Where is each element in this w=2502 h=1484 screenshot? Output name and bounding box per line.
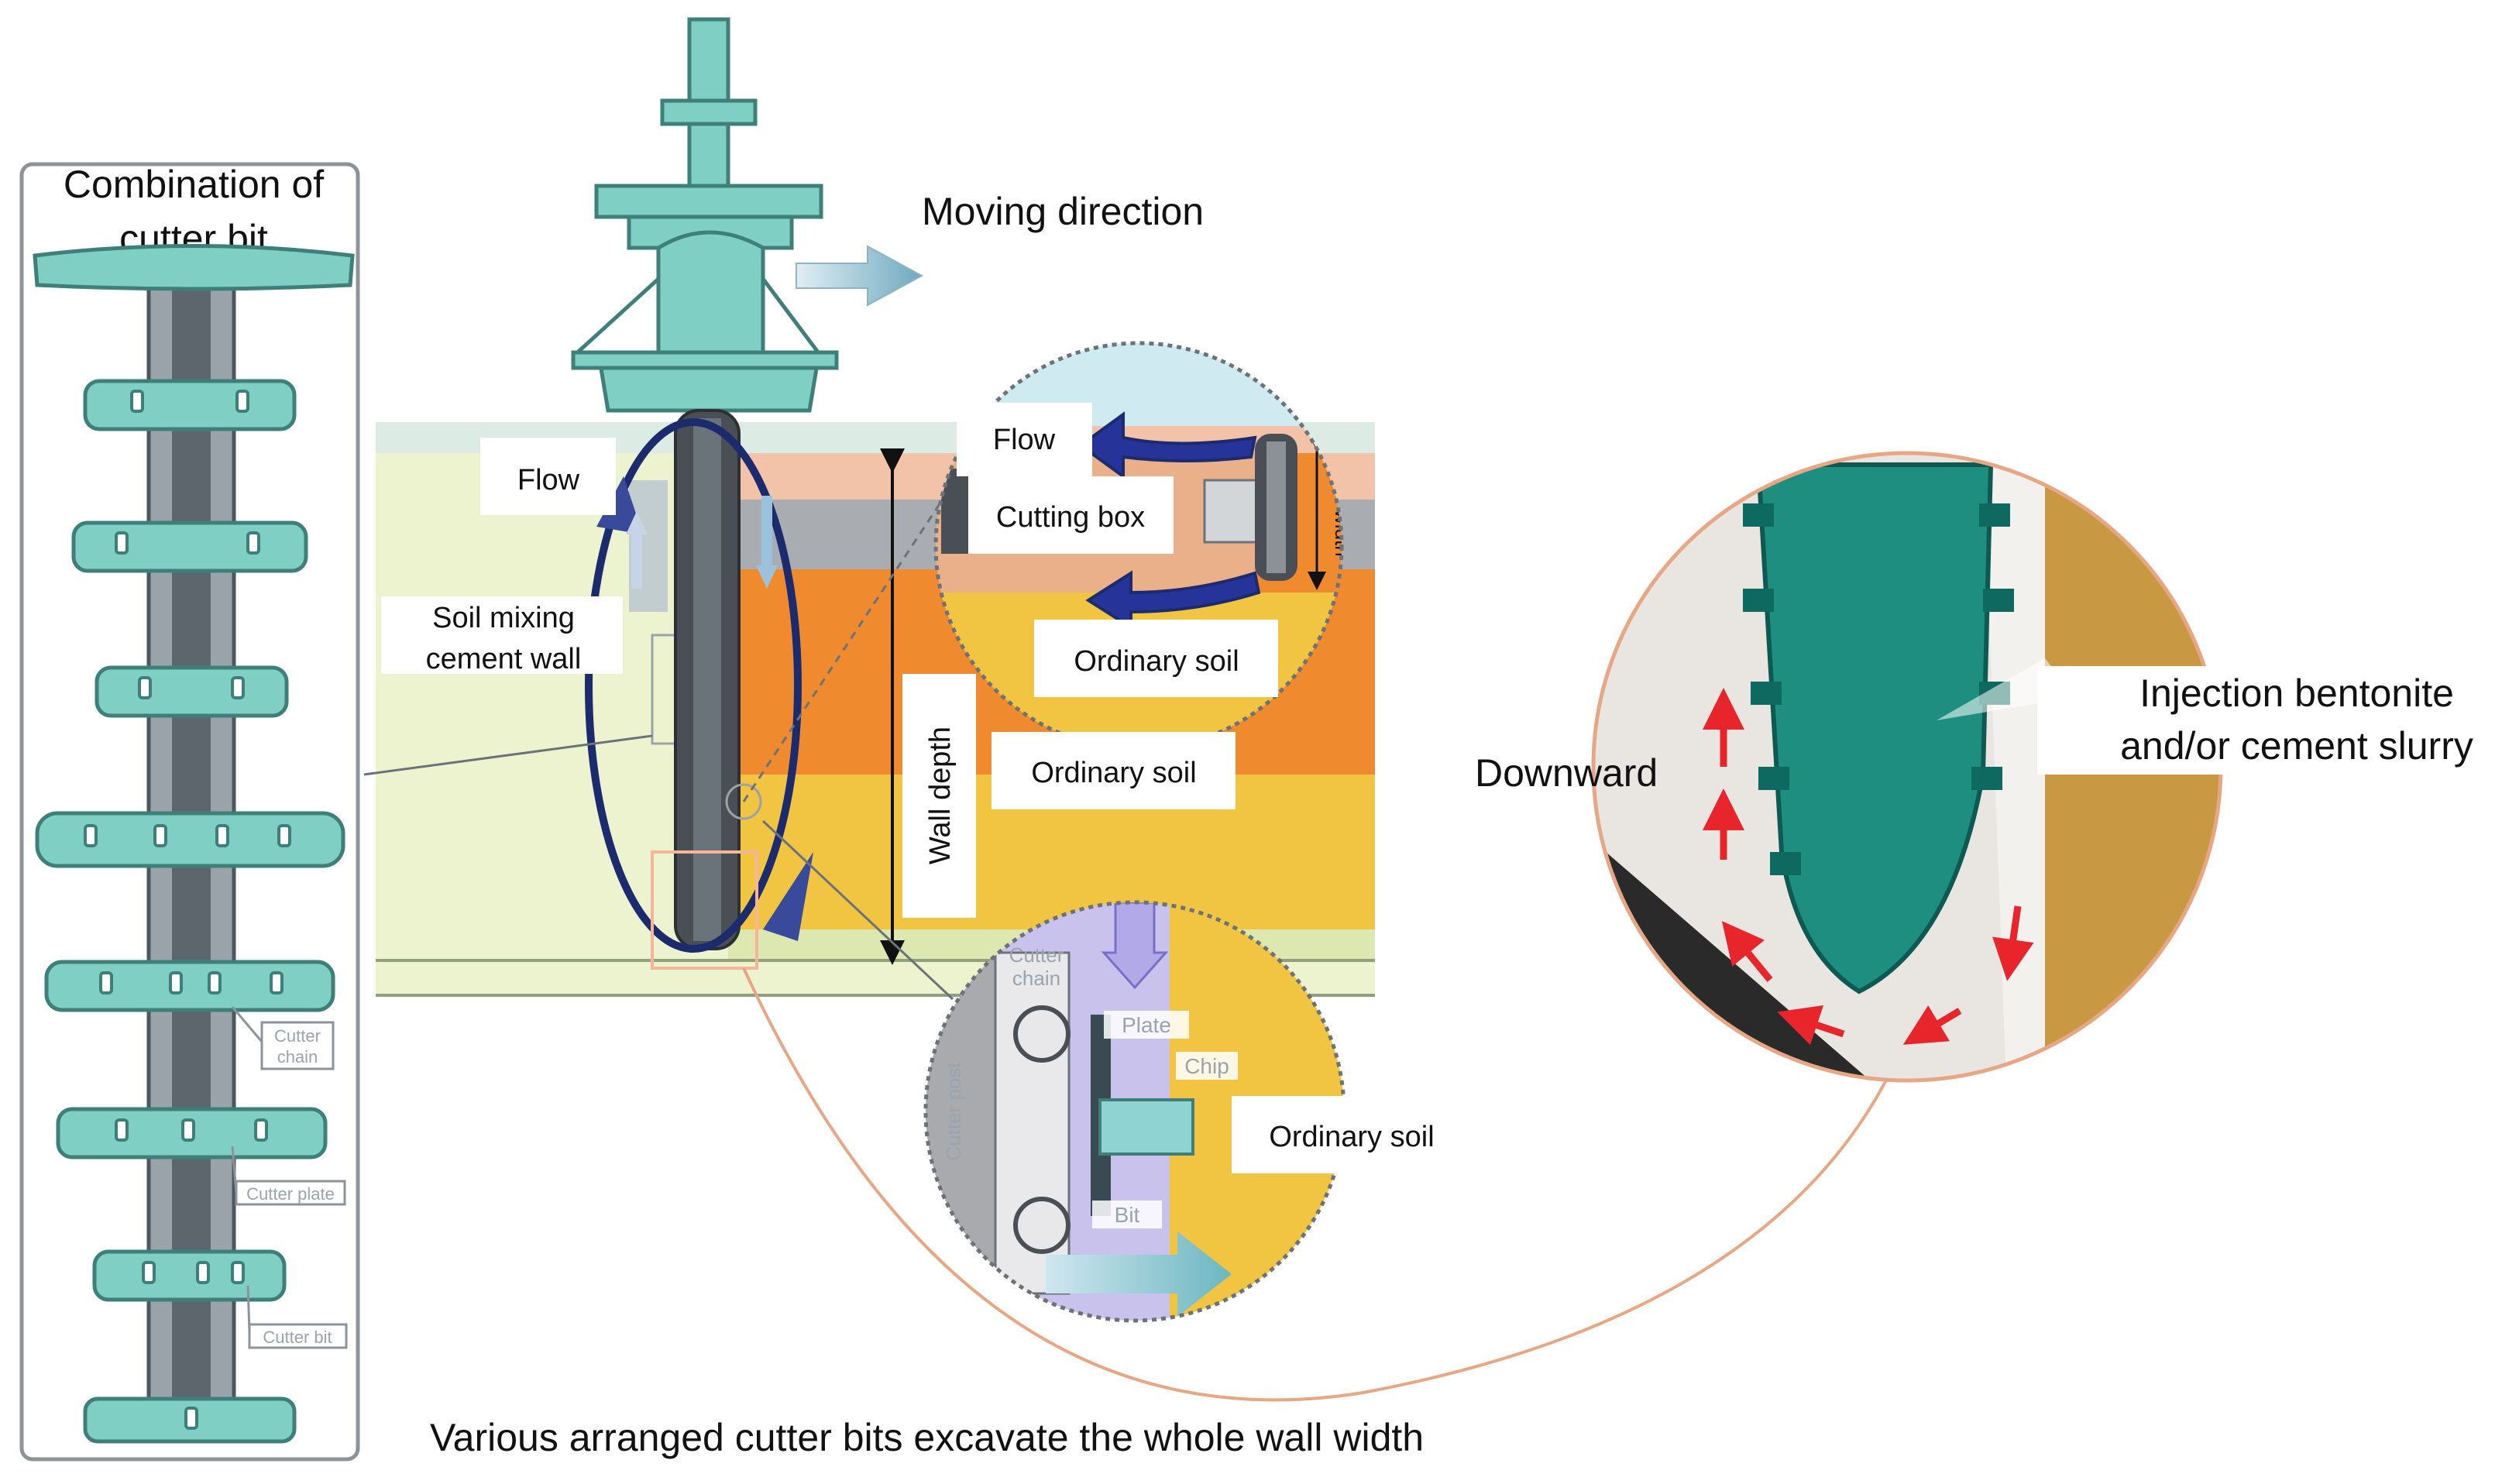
cutter-bit-slots bbox=[84, 390, 291, 1430]
label-downward: Downward bbox=[1475, 751, 1658, 795]
small-label-chip: Chip bbox=[1184, 1054, 1229, 1078]
inset-flow-arrow-bottom bbox=[1085, 570, 1261, 630]
cutter-head bbox=[1755, 462, 1994, 994]
red-flow-arrows bbox=[1703, 688, 2034, 1046]
trench-cutter-machine bbox=[571, 17, 839, 413]
flow-arrowhead-up bbox=[596, 476, 643, 534]
cutter-plate bbox=[83, 379, 297, 431]
small-label-plate: Plate bbox=[1122, 1013, 1171, 1037]
cutter-plate bbox=[35, 811, 345, 868]
small-label-cutter-bit: Cutter bit bbox=[263, 1328, 332, 1347]
label-boxes bbox=[381, 403, 2502, 1173]
small-label-bit: Bit bbox=[1115, 1203, 1140, 1227]
small-label-cutter-plate: Cutter plate bbox=[246, 1184, 335, 1204]
cutter-plate bbox=[92, 1249, 287, 1302]
label-ordinary-soil-inset: Ordinary soil bbox=[1074, 645, 1239, 678]
detail-move-arrow bbox=[1046, 1232, 1232, 1317]
label-wall-depth: Wall depth bbox=[924, 727, 957, 864]
label-ordinary-soil-detail: Ordinary soil bbox=[1269, 1121, 1434, 1153]
cutter-plate bbox=[95, 665, 289, 718]
connector-arc bbox=[742, 967, 1892, 1402]
label-flow-inset: Flow bbox=[993, 424, 1056, 456]
cutter-plate bbox=[44, 960, 335, 1012]
flow-arrowhead-down bbox=[763, 852, 813, 941]
label-moving-direction: Moving direction bbox=[922, 190, 1204, 233]
panel-callouts bbox=[231, 1006, 348, 1349]
cutter-top-cap bbox=[33, 244, 355, 291]
cutter-plate bbox=[71, 520, 308, 573]
label-cutting-box: Cutting box bbox=[996, 501, 1145, 534]
small-label-cutter-post: Cutter post bbox=[942, 1062, 965, 1161]
label-flow-main: Flow bbox=[517, 464, 580, 496]
cutter-teeth bbox=[1743, 503, 2014, 875]
label-ordinary-soil-main: Ordinary soil bbox=[1031, 757, 1196, 789]
flow-loop bbox=[585, 418, 802, 953]
caption: Various arranged cutter bits excavate th… bbox=[430, 1416, 1424, 1459]
moving-direction-arrow bbox=[796, 245, 924, 307]
